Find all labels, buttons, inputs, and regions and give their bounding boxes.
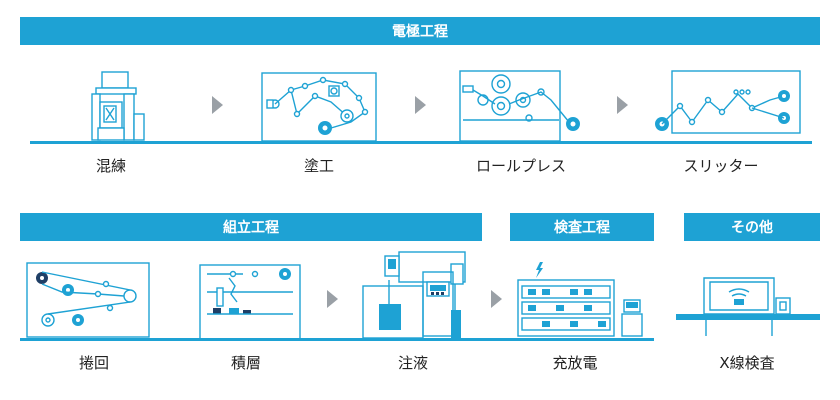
step-label-injection: 注液	[397, 354, 428, 372]
arrow-right-icon	[491, 290, 502, 308]
step-label-roll-press: ロールプレス	[475, 157, 566, 175]
injection-machine-illustration	[362, 251, 466, 339]
step-label-mixing: 混練	[95, 157, 126, 175]
arrow-right-icon	[617, 96, 628, 114]
arrow-right-icon	[327, 290, 338, 308]
step-label-coating: 塗工	[303, 157, 334, 175]
step-label-slitter: スリッター	[683, 157, 759, 175]
charge-discharge-rack-illustration	[517, 262, 643, 337]
step-label-winding: 捲回	[78, 354, 109, 372]
roll-press-machine-illustration	[459, 70, 580, 142]
assembly-baseline	[20, 338, 654, 341]
slitter-machine-illustration	[655, 70, 801, 134]
arrow-right-icon	[212, 96, 223, 114]
electrode-baseline	[30, 141, 812, 144]
section-inspection-header: 検査工程	[510, 213, 654, 241]
section-electrode-header: 電極工程	[20, 17, 820, 45]
step-label-xray-inspection: X線検査	[719, 354, 775, 372]
section-other-header: その他	[684, 213, 820, 241]
winding-machine-illustration	[26, 262, 150, 338]
step-label-charge-discharge: 充放電	[552, 354, 598, 372]
xray-inspection-machine-illustration	[676, 277, 820, 336]
arrow-right-icon	[415, 96, 426, 114]
step-label-stacking: 積層	[230, 354, 261, 372]
coating-machine-illustration	[261, 72, 377, 142]
stacking-machine-illustration	[199, 264, 301, 340]
section-assembly-header: 組立工程	[20, 213, 482, 241]
mixer-machine-illustration	[91, 71, 145, 141]
